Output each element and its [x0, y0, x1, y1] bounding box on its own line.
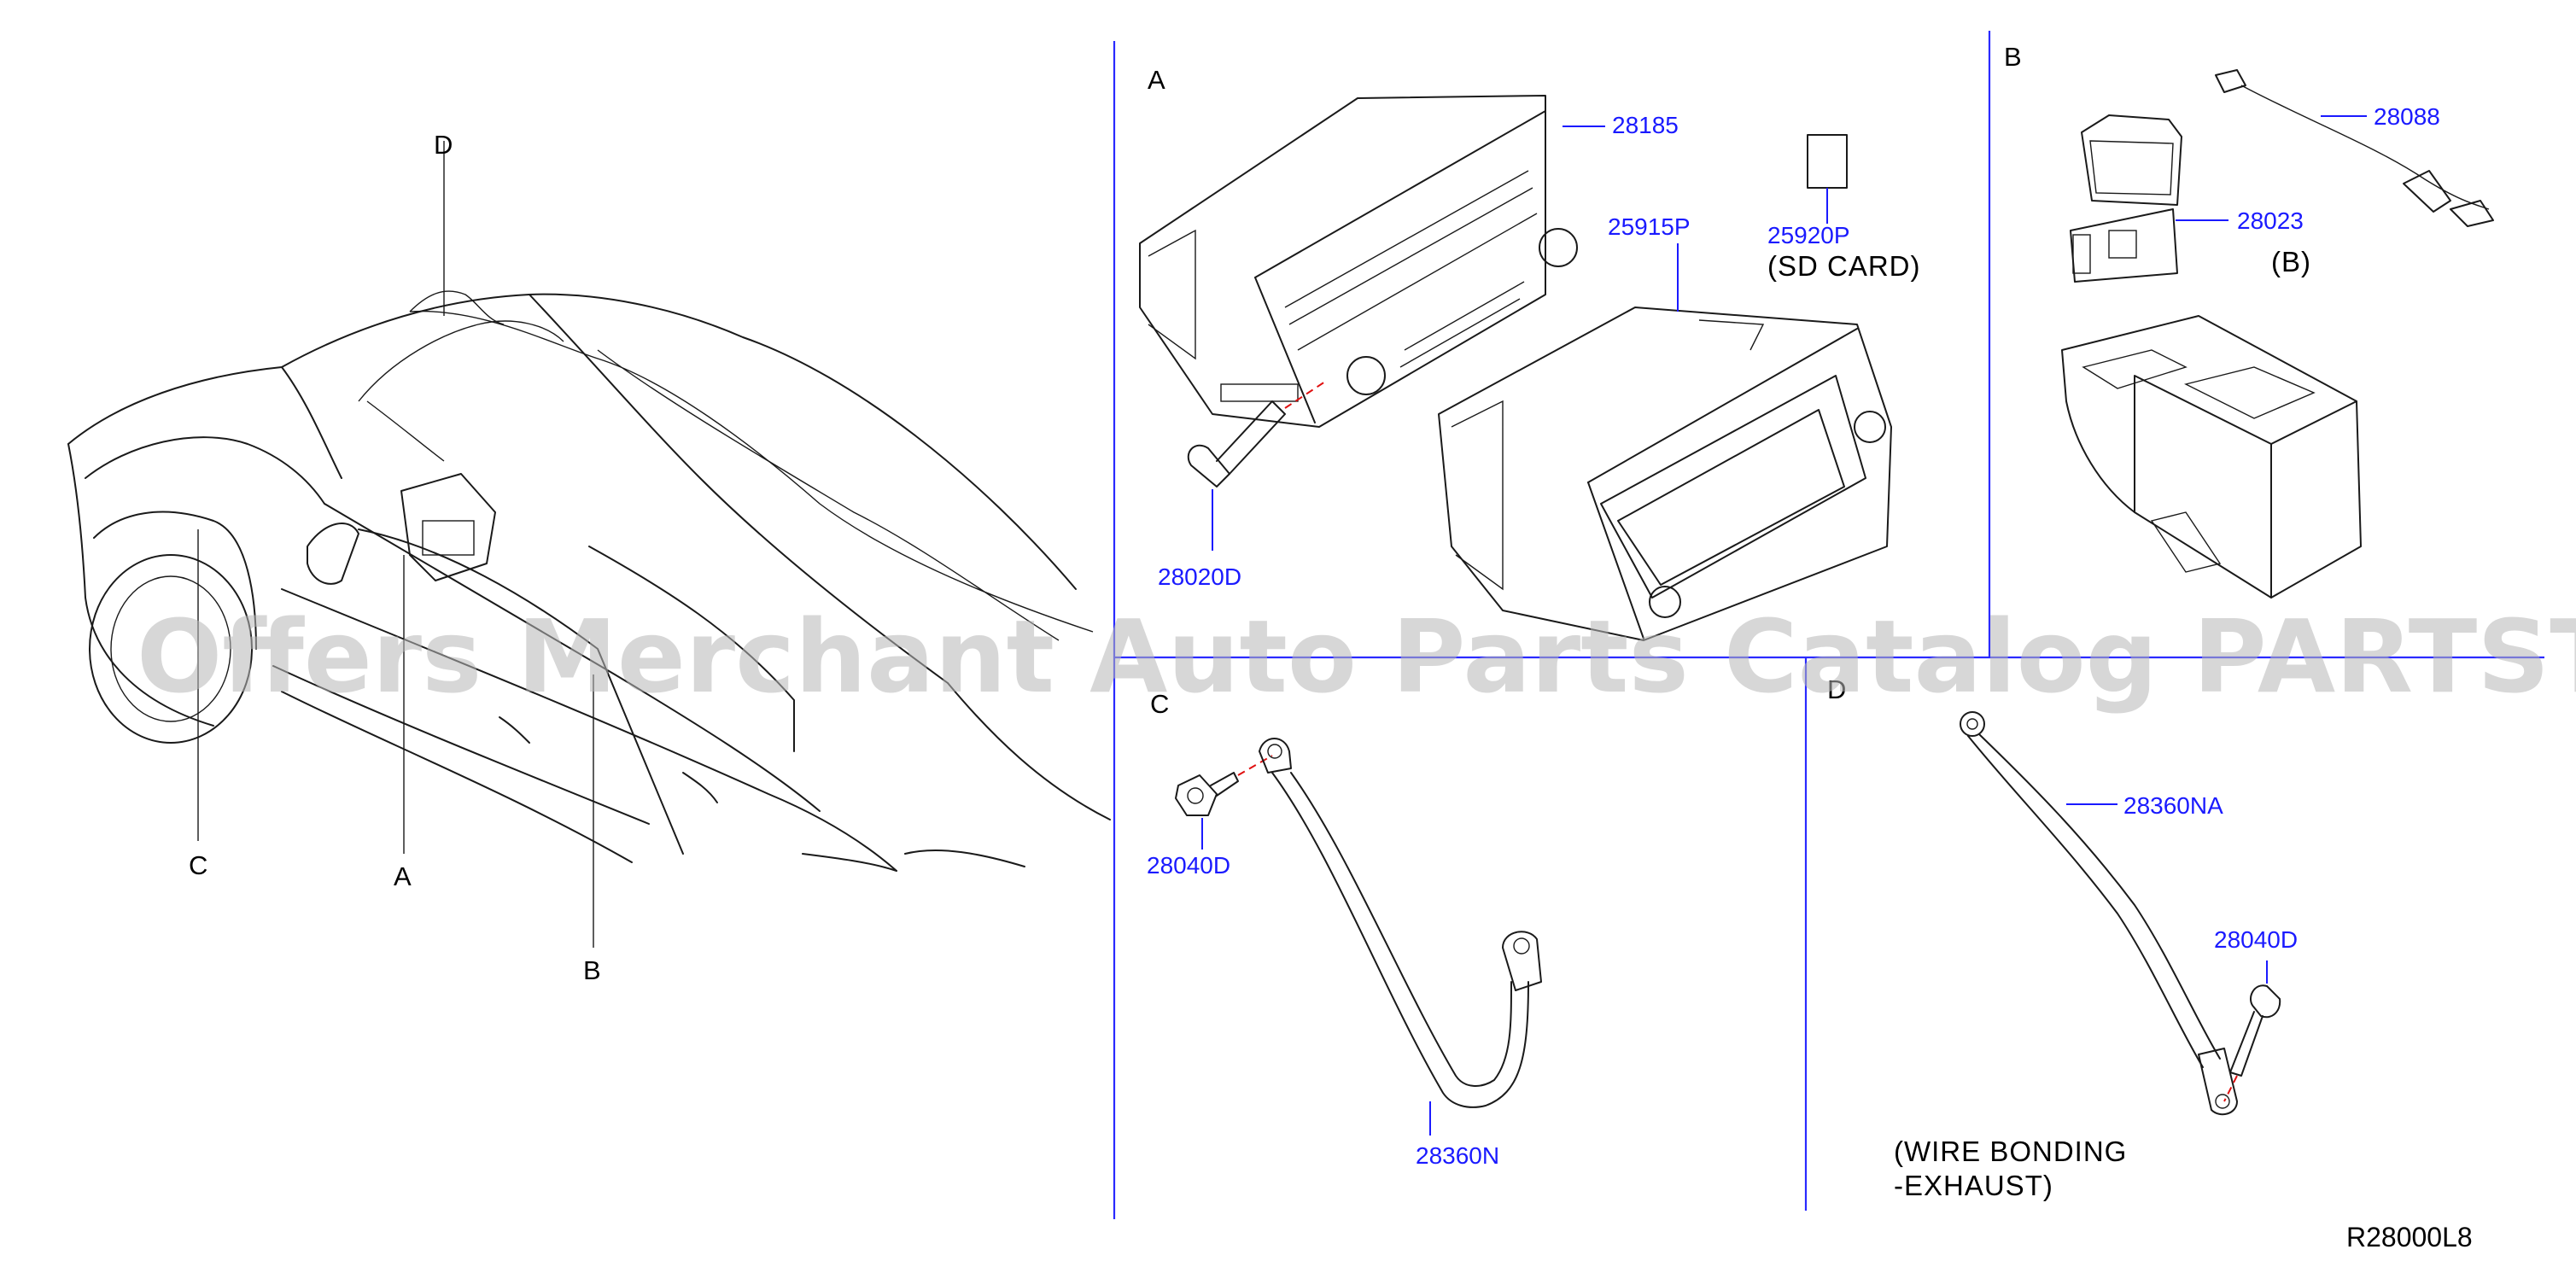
usb-ref-note: (B)	[2271, 246, 2311, 277]
diagram-code: R28000L8	[2346, 1222, 2473, 1252]
sd-card-note: (SD CARD)	[1767, 250, 1921, 282]
display-unit-25915P-drawing	[1438, 307, 1892, 641]
part-25915P: 25915P	[1608, 213, 1691, 240]
usb-cable-28088-drawing	[2215, 69, 2494, 227]
audio-unit-28185-drawing	[1139, 95, 1578, 428]
part-28040D-d: 28040D	[2214, 926, 2298, 953]
wire-bonding-note-line1: (WIRE BONDING	[1894, 1136, 2127, 1167]
watermark: Offers Merchant Auto Parts Catalog PARTS…	[137, 598, 2576, 715]
part-28360NA: 28360NA	[2123, 792, 2223, 819]
callout-b: B	[583, 955, 601, 985]
sd-card-25920P-drawing	[1807, 134, 1848, 189]
front-wheel	[89, 554, 253, 744]
part-28360N: 28360N	[1416, 1142, 1499, 1169]
part-25920P: 25920P	[1767, 222, 1850, 248]
screw-28020D-drawing	[1187, 379, 1329, 488]
part-28040D-c: 28040D	[1147, 852, 1230, 879]
section-c-title: C	[1150, 689, 1169, 719]
section-d-title: D	[1827, 674, 1846, 704]
part-28023: 28023	[2237, 207, 2304, 234]
callout-c: C	[189, 850, 207, 880]
car-overview-drawing	[67, 141, 1111, 948]
section-a-title: A	[1148, 65, 1165, 95]
bolt-28040D-section-c-drawing	[1175, 755, 1273, 816]
section-b-title: B	[2004, 42, 2022, 72]
part-28185: 28185	[1612, 112, 1679, 138]
usb-jack-28023-drawing	[2070, 114, 2182, 283]
wire-bonding-note-line2: -EXHAUST)	[1894, 1170, 2053, 1201]
strap-28360N-drawing	[1259, 738, 1542, 1108]
part-28020D: 28020D	[1158, 563, 1241, 590]
bolt-28040D-section-d-drawing	[2223, 984, 2281, 1102]
center-console-drawing	[2061, 315, 2362, 598]
part-28088: 28088	[2374, 103, 2440, 130]
callout-d: D	[434, 130, 453, 160]
callout-a: A	[394, 861, 412, 891]
strap-28360NA-drawing	[1960, 711, 2238, 1116]
